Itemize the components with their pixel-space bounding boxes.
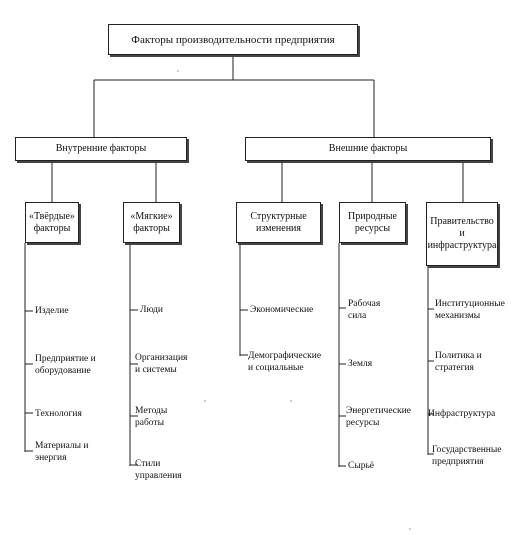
- natural-resources-box: Природные ресурсы: [339, 202, 406, 243]
- government-infrastructure-box: Правительство и инфраструктура: [426, 202, 498, 266]
- hard-item-product: Изделие: [35, 306, 69, 316]
- gov-item-institutional: Институционные механизмы: [435, 299, 505, 321]
- structural-changes-box: Структурные изменения: [236, 202, 321, 243]
- soft-factors-box: «Мягкие» факторы: [123, 202, 180, 243]
- hard-item-plant-equipment: Предприятие и оборудование: [35, 354, 96, 376]
- root-box: Факторы производительности предприятия: [108, 24, 358, 55]
- soft-item-people: Люди: [140, 305, 163, 315]
- structural-item-demographic: Демографические и социальные: [248, 351, 322, 373]
- natural-item-raw-materials: Сырьё: [348, 461, 375, 471]
- natural-item-labor: Рабочая сила: [348, 299, 381, 321]
- hard-item-technology: Технология: [35, 409, 82, 419]
- natural-item-land: Земля: [348, 359, 373, 369]
- gov-item-infrastructure: Инфраструктура: [428, 409, 496, 419]
- natural-item-energy: Энергетические ресурсы: [346, 406, 411, 428]
- structural-item-economic: Экономические: [250, 305, 314, 315]
- internal-factors-box: Внутренние факторы: [15, 137, 187, 161]
- soft-item-organization: Организация и системы: [135, 353, 188, 375]
- speck: [409, 528, 411, 530]
- gov-item-state-enterprises: Государственные предприятия: [432, 445, 502, 467]
- hard-item-materials-energy: Материалы и энергия: [35, 441, 89, 463]
- gov-item-policy: Политика и стратегия: [435, 351, 482, 373]
- speck: [204, 400, 206, 402]
- speck: [177, 70, 179, 72]
- speck: [290, 400, 292, 402]
- hard-factors-box: «Твёрдые» факторы: [25, 202, 79, 243]
- external-factors-box: Внешние факторы: [245, 137, 491, 161]
- soft-item-management-styles: Стили управления: [135, 459, 182, 481]
- soft-item-work-methods: Методы работы: [135, 406, 168, 428]
